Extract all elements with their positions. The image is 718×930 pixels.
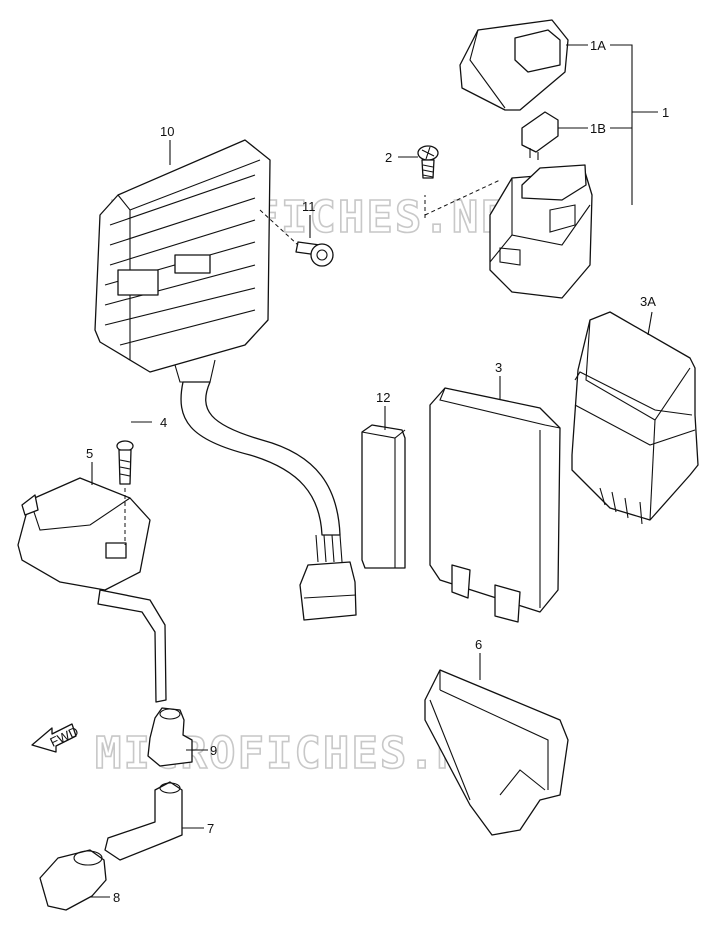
callout-9: 9 — [210, 743, 217, 758]
callout-3a: 3A — [640, 294, 656, 309]
part-1-starter-relay — [459, 19, 593, 299]
fwd-label: FWD — [48, 724, 81, 750]
callout-1a: 1A — [590, 38, 606, 53]
part-11-bolt — [295, 241, 334, 267]
callout-11: 11 — [302, 199, 316, 214]
callout-1: 1 — [662, 105, 669, 120]
callout-10: 10 — [160, 124, 174, 139]
part-8-cap — [39, 849, 107, 911]
callout-5: 5 — [86, 446, 93, 461]
part-3-ignitor-unit — [429, 387, 561, 623]
callout-labels: 1A 1 1B 2 10 11 3A 3 12 4 5 6 9 7 8 — [86, 38, 669, 905]
part-3a-ignitor-unit — [571, 311, 699, 525]
callout-1b: 1B — [590, 121, 606, 136]
callout-4: 6 — [475, 637, 482, 652]
callout-3: 3 — [495, 360, 502, 375]
leader-lines — [90, 44, 653, 898]
part-7-boot — [104, 781, 183, 861]
callout-7: 7 — [207, 821, 214, 836]
fwd-direction-arrow: FWD — [31, 723, 81, 753]
part-2-screw — [417, 145, 439, 179]
part-5-ignition-coil — [17, 477, 167, 703]
part-4-case — [424, 669, 569, 836]
part-12-pad — [361, 424, 406, 569]
callout-6: 4 — [160, 415, 167, 430]
part-9-grommet — [147, 707, 193, 767]
callout-2: 2 — [385, 150, 392, 165]
callout-8: 8 — [113, 890, 120, 905]
part-10-regulator-rectifier — [94, 139, 357, 621]
part-6-bolt — [116, 440, 134, 485]
callout-12: 12 — [376, 390, 390, 405]
